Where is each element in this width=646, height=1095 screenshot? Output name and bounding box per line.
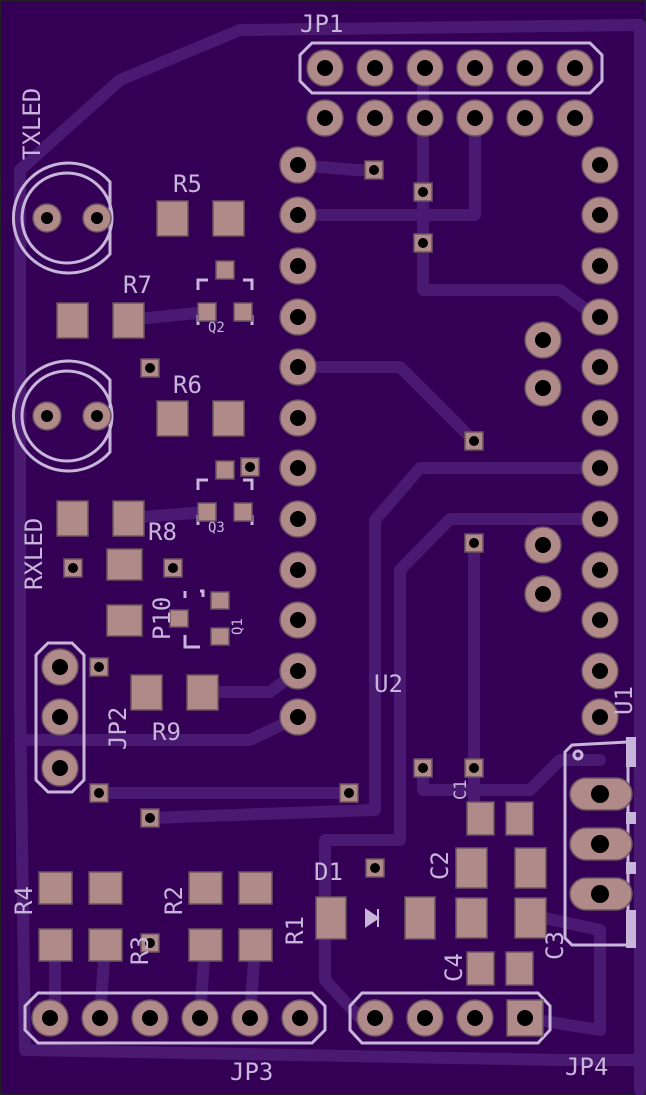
jp4-pins[interactable] [356,999,544,1037]
r2-label: R2 [160,886,188,915]
jp4-label: JP4 [565,1053,608,1081]
u1-label: U1 [610,686,638,715]
rxled-label: RXLED [20,518,48,590]
txled-label: TXLED [18,88,46,160]
c2-label: C2 [426,851,454,880]
jp3-header: JP3 [23,991,327,1086]
u2-module: U2 [279,146,619,736]
r4-label: R4 [10,886,38,915]
c4-label: C4 [440,953,468,982]
u1-pins[interactable] [569,777,633,911]
q1-label: Q1 [230,618,246,635]
c3-label: C3 [541,931,569,960]
d1-label: D1 [314,858,343,886]
u2-right-pins[interactable] [581,146,619,736]
jp2-label: JP2 [104,707,132,750]
r3-label: R3 [126,936,154,965]
jp2-pins[interactable] [41,648,79,787]
jp1-label: JP1 [300,10,343,38]
r6-label: R6 [173,371,202,399]
r1-label: R1 [281,916,309,945]
q2: Q2 [196,260,254,336]
jp3-label: JP3 [230,1058,273,1086]
q3-label: Q3 [208,520,225,536]
component-labels: R5 R7 R6 R8 P10 R9 R4 R3 R2 R1 D1 C1 C2 … [10,170,569,982]
u2-label: U2 [374,670,403,698]
r8-label: R8 [148,518,177,546]
r7-label: R7 [123,271,152,299]
diode-symbol-icon [365,908,380,928]
jp2-header: JP2 [34,641,132,794]
r5-label: R5 [173,170,202,198]
r9-label: R9 [152,718,181,746]
u1-regulator: U1 [563,686,638,948]
jp1-header: JP1 [298,10,604,137]
rxled: RXLED [11,359,114,590]
q2-label: Q2 [208,320,225,336]
q1: Q1 [169,589,246,649]
u2-left-pins[interactable] [279,146,317,736]
p10-label: P10 [148,597,176,640]
jp3-pins[interactable] [31,999,319,1037]
jp4-header: JP4 [348,991,608,1081]
u2-inner-pins[interactable] [524,321,562,613]
c1-label: C1 [451,780,471,800]
vias [63,160,484,953]
smd-pads [38,200,547,986]
jp1-pins[interactable] [306,49,594,137]
txled: TXLED [11,88,114,275]
q3: Q3 [196,460,254,536]
